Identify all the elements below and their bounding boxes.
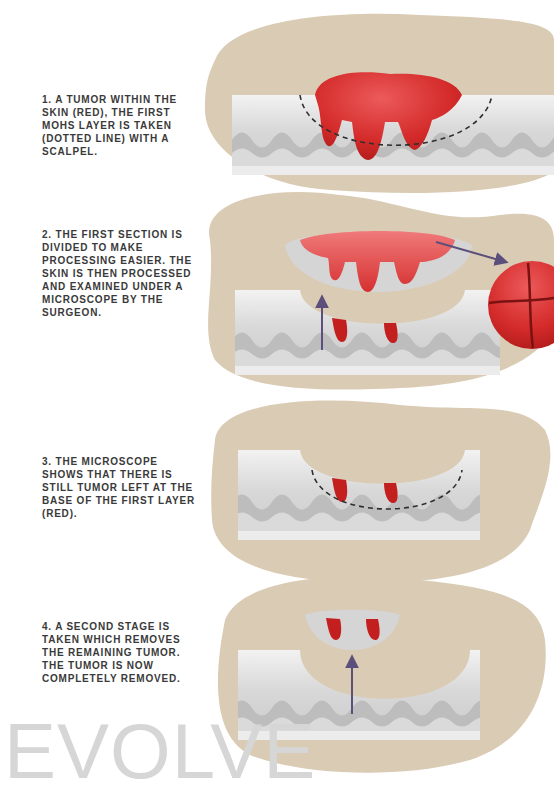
panel-two xyxy=(208,192,554,434)
step-text: 1. A TUMOR WITHIN THE SKIN (RED), THE FI… xyxy=(42,93,200,158)
step-text: 4. A SECOND STAGE IS TAKEN WHICH REMOVES… xyxy=(42,620,200,685)
dotted-excision-line xyxy=(300,95,492,145)
tumor-remnant xyxy=(384,483,398,503)
specimen-cut xyxy=(528,263,533,348)
skin-bottom xyxy=(232,366,502,375)
panel-three xyxy=(211,401,554,597)
step-text: 2. THE FIRST SECTION IS DIVIDED TO MAKE … xyxy=(42,228,200,319)
removed-tumor xyxy=(300,231,455,292)
skin-bottom xyxy=(232,531,482,540)
step-text: 3. THE MICROSCOPE SHOWS THAT THERE IS ST… xyxy=(42,455,200,520)
tumor-remnant xyxy=(332,318,347,342)
divide-arrow xyxy=(436,242,506,262)
tumor-remnant xyxy=(384,323,398,343)
tumor-remnant xyxy=(366,619,380,640)
watermark: EVOLVE xyxy=(4,712,316,790)
dermis-wave xyxy=(232,495,554,583)
beige-blob xyxy=(211,401,550,583)
divided-specimen xyxy=(488,261,554,349)
specimen-cut xyxy=(489,298,554,303)
skin-bottom xyxy=(232,166,554,175)
tumor-remnant xyxy=(332,478,347,502)
dermis-wave xyxy=(232,149,554,176)
dotted-excision-line xyxy=(312,470,462,509)
tumor-remnant xyxy=(326,618,341,640)
beige-blob xyxy=(205,14,554,193)
second-layer xyxy=(305,610,400,650)
tumor xyxy=(315,72,462,160)
lift-arrow xyxy=(351,657,353,714)
lift-arrow xyxy=(321,297,323,350)
skin-block xyxy=(232,450,554,597)
